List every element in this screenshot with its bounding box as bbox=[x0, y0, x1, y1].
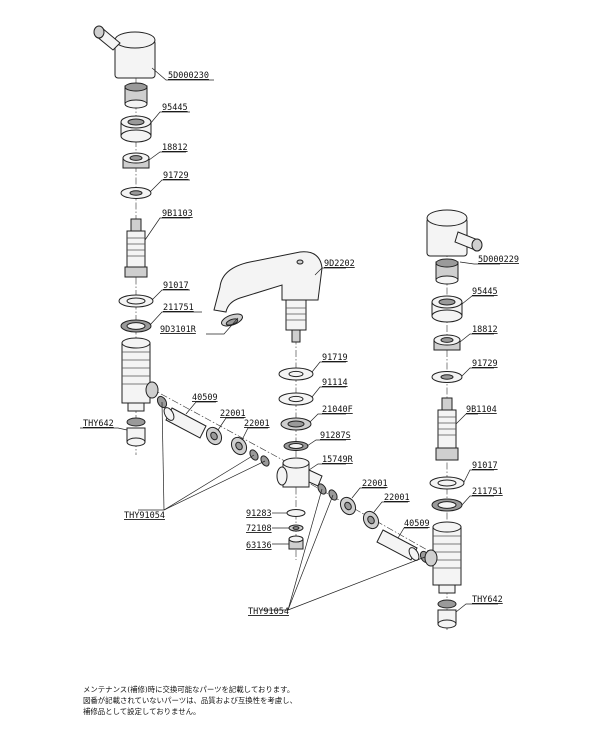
tee-joint-15749r[interactable] bbox=[276, 457, 323, 488]
left-pipe-axis bbox=[149, 387, 306, 473]
right-washer-91017[interactable] bbox=[429, 476, 465, 490]
left-handle[interactable] bbox=[93, 25, 156, 79]
label-thy91054-right: THY91054 bbox=[248, 607, 289, 617]
label-91719: 91719 bbox=[322, 353, 348, 363]
label-thy91054-left: THY91054 bbox=[124, 511, 165, 521]
maintenance-note-line-3: 補修品として設定しておりません。 bbox=[83, 707, 201, 716]
maintenance-note-line-1: メンテナンス(補修)時に交換可能なパーツを記載しております。 bbox=[83, 685, 295, 694]
left-ring-95445[interactable] bbox=[120, 115, 152, 143]
right-spindle-cap[interactable] bbox=[435, 258, 459, 285]
left-pipe-40509[interactable] bbox=[162, 406, 207, 439]
label-5d000229: 5D000229 bbox=[478, 255, 519, 265]
right-ring-95445[interactable] bbox=[431, 295, 463, 323]
nut-63136[interactable] bbox=[288, 535, 304, 550]
left-washer-91017[interactable] bbox=[118, 294, 154, 308]
label-22001-left-a: 22001 bbox=[220, 409, 246, 419]
washer-91283[interactable] bbox=[286, 509, 306, 517]
label-9b1103: 9B1103 bbox=[162, 209, 193, 219]
right-nut-22001-a[interactable] bbox=[337, 495, 358, 518]
label-40509-left: 40509 bbox=[192, 393, 218, 403]
right-nut-22001-b[interactable] bbox=[360, 509, 381, 532]
label-thy642-right: THY642 bbox=[472, 595, 503, 605]
label-95445-left: 95445 bbox=[162, 103, 188, 113]
left-orings-thy91054-pair[interactable] bbox=[248, 448, 271, 467]
maintenance-note-line-2: 図番が記載されていないパーツは、品質および互換性を考慮し、 bbox=[83, 696, 297, 705]
label-9b1104: 9B1104 bbox=[466, 405, 497, 415]
aerator-9d3101r[interactable] bbox=[220, 312, 244, 329]
label-18812-right: 18812 bbox=[472, 325, 498, 335]
right-pipe-40509[interactable] bbox=[376, 529, 421, 562]
left-oring-211751[interactable] bbox=[120, 319, 152, 333]
label-22001-right-a: 22001 bbox=[362, 479, 388, 489]
label-91017-left: 91017 bbox=[163, 281, 189, 291]
washer-91114[interactable] bbox=[278, 392, 314, 406]
left-nut-22001-a[interactable] bbox=[203, 425, 224, 448]
left-valve-body[interactable] bbox=[121, 337, 159, 412]
label-22001-left-b: 22001 bbox=[244, 419, 270, 429]
left-cartridge-9b1103[interactable] bbox=[124, 218, 148, 278]
right-handle[interactable] bbox=[426, 209, 483, 257]
label-211751-right: 211751 bbox=[472, 487, 503, 497]
label-18812-left: 18812 bbox=[162, 143, 188, 153]
right-nut-18812[interactable] bbox=[433, 334, 461, 351]
left-washer-91729[interactable] bbox=[120, 187, 152, 199]
label-63136: 63136 bbox=[246, 541, 272, 551]
left-nut-thy642[interactable] bbox=[126, 417, 146, 447]
label-thy642-left: THY642 bbox=[83, 419, 114, 429]
right-valve-body[interactable] bbox=[424, 521, 462, 594]
nut-21040f[interactable] bbox=[280, 417, 312, 431]
right-oring-211751[interactable] bbox=[431, 498, 463, 512]
label-15749r: 15749R bbox=[322, 455, 354, 465]
label-9d2202: 9D2202 bbox=[324, 259, 355, 269]
washer-91719[interactable] bbox=[278, 367, 314, 381]
label-211751-left: 211751 bbox=[163, 303, 194, 313]
label-5d000230: 5D000230 bbox=[168, 71, 209, 81]
label-9d3101r: 9D3101R bbox=[160, 325, 197, 335]
label-91114: 91114 bbox=[322, 378, 348, 388]
left-spindle-cap[interactable] bbox=[124, 82, 148, 109]
right-nut-thy642[interactable] bbox=[437, 599, 457, 629]
label-95445-right: 95445 bbox=[472, 287, 498, 297]
label-91729-right: 91729 bbox=[472, 359, 498, 369]
label-21040f: 21040F bbox=[322, 405, 353, 415]
leader-lines bbox=[80, 67, 500, 613]
right-washer-91729[interactable] bbox=[431, 371, 463, 383]
label-91729-left: 91729 bbox=[163, 171, 189, 181]
label-91287s: 91287S bbox=[320, 431, 351, 441]
oring-91287s[interactable] bbox=[283, 441, 309, 451]
left-nut-22001-b[interactable] bbox=[228, 435, 249, 458]
left-nut-18812[interactable] bbox=[122, 152, 150, 169]
label-91017-right: 91017 bbox=[472, 461, 498, 471]
label-22001-right-b: 22001 bbox=[384, 493, 410, 503]
right-cartridge-9b1104[interactable] bbox=[435, 397, 459, 461]
label-40509-right: 40509 bbox=[404, 519, 430, 529]
spout-9d2202[interactable] bbox=[213, 251, 323, 343]
label-72108: 72108 bbox=[246, 524, 272, 534]
spacer-72108[interactable] bbox=[288, 524, 304, 532]
label-91283: 91283 bbox=[246, 509, 272, 519]
